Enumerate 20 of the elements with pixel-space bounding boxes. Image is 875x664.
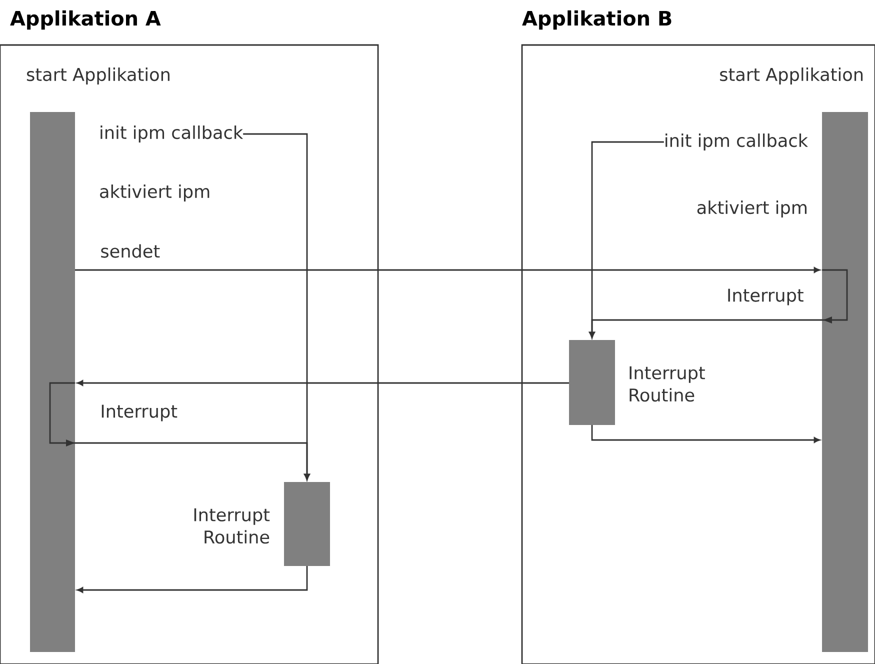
arrow — [75, 267, 820, 273]
text-label: start Applikation — [720, 68, 863, 84]
edge-label: Interrupt — [99, 404, 179, 422]
arrow — [76, 380, 569, 386]
activation-bar — [30, 112, 75, 652]
arrow — [591, 425, 820, 443]
arrow — [589, 141, 664, 338]
text-label: aktiviert ipm — [100, 184, 210, 202]
heading: Applikation A — [10, 10, 161, 30]
arrow — [243, 133, 310, 480]
heading: Applikation B — [522, 10, 672, 30]
arrow — [76, 566, 308, 593]
text-label: init ipm callback — [100, 126, 244, 142]
activation-bar — [822, 112, 868, 652]
edge-label: Interrupt — [725, 288, 805, 306]
text-label: Interrupt Routine — [630, 366, 705, 402]
edge-label: sendet — [99, 243, 162, 259]
text-label: start Applikation — [26, 68, 170, 84]
text-label: Interrupt Routine — [194, 508, 270, 544]
text-label: init ipm callback — [666, 134, 808, 150]
